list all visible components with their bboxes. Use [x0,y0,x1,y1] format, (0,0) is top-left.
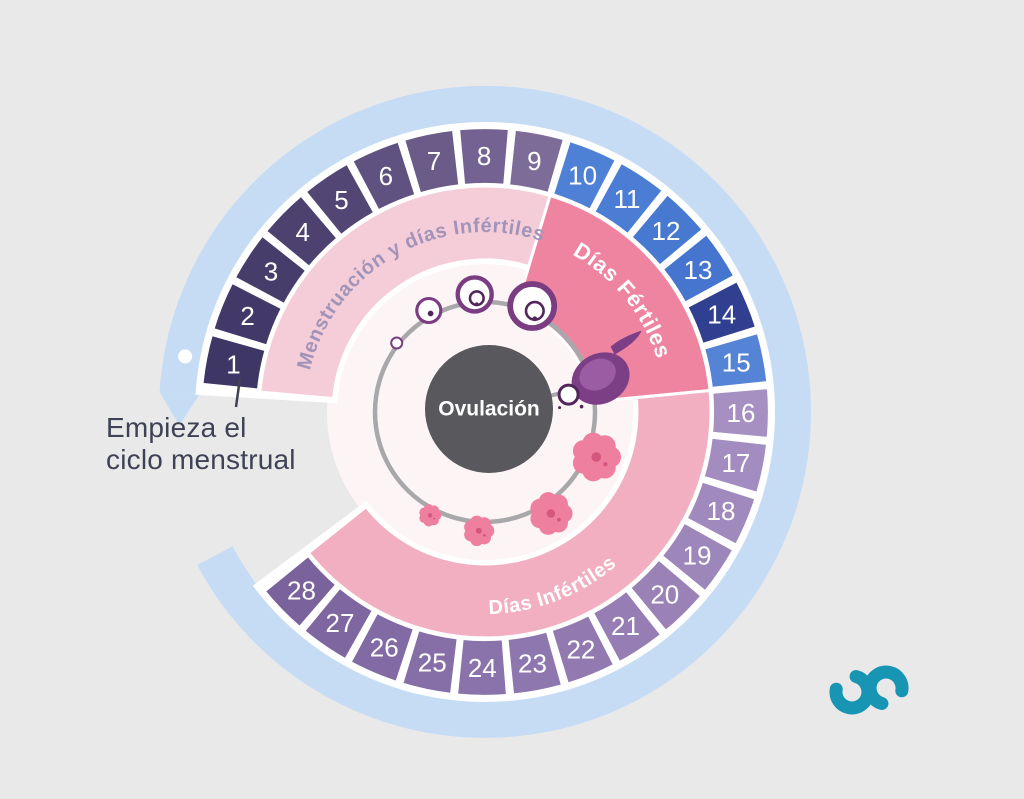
day-number-18: 18 [707,496,736,526]
brand-logo-icon [829,665,909,715]
corpus-luteum-icon [530,492,573,535]
corpus-luteum-icon [572,432,621,482]
day-number-13: 13 [684,255,713,285]
follicle-stage-icon [415,296,443,325]
day-cell-17 [702,436,769,495]
day-number-21: 21 [611,611,640,641]
day-cell-24 [455,637,509,698]
corpus-luteum-icon [419,504,442,527]
day-number-24: 24 [468,653,497,683]
ovulation-icon [557,330,642,410]
day-cell-2 [211,281,284,347]
day-number-23: 23 [518,649,547,679]
phase-band-1 [513,193,712,404]
day-number-3: 3 [264,257,278,287]
day-cell-20 [628,558,703,633]
day-number-2: 2 [240,301,254,331]
day-cell-1 [201,333,267,391]
day-number-4: 4 [295,217,309,247]
follicle-stage-icon [455,275,494,314]
corpus-luteum-icon [464,515,495,547]
day-cell-23 [506,630,564,696]
day-number-16: 16 [727,398,756,428]
day-number-27: 27 [326,608,355,638]
day-cell-11 [592,161,665,236]
day-number-7: 7 [427,146,441,176]
phase-band-2 [306,388,713,640]
day-number-11: 11 [614,184,641,214]
annotation-line2: ciclo menstrual [106,444,296,476]
day-cell-26 [349,611,416,684]
ovulation-center-circle [425,345,553,473]
day-cell-22 [550,613,616,686]
phase-band-0 [258,184,552,401]
day-cell-10 [551,139,618,212]
day-number-14: 14 [707,299,736,329]
day-number-12: 12 [652,216,681,246]
day-cell-4 [264,194,339,269]
day-number-8: 8 [477,141,491,171]
day-cell-16 [710,386,771,440]
day-number-19: 19 [683,541,712,571]
day-cell-9 [507,128,566,195]
day-cell-21 [591,589,663,664]
day-number-26: 26 [370,632,399,662]
day-number-28: 28 [287,576,316,606]
day-cell-19 [660,521,735,593]
released-egg-icon [557,383,584,410]
day-cell-12 [629,192,705,268]
follicle-stage-icon [507,281,558,331]
day-cell-8 [457,126,511,187]
day-number-6: 6 [379,161,393,191]
day-cell-3 [233,234,308,306]
day-number-5: 5 [334,185,348,215]
day-number-10: 10 [568,160,597,190]
day-cell-15 [702,331,769,390]
day-number-9: 9 [527,146,541,176]
annotation-leader-line [234,377,242,408]
annotation-line1: Empieza el [106,412,247,443]
day-cell-5 [304,162,376,237]
day-number-17: 17 [721,448,750,478]
outer-band-arrow-tip-icon [159,392,200,426]
day-number-20: 20 [650,579,679,609]
day-cell-27 [302,586,375,661]
day-cell-6 [350,140,417,212]
day-cell-14 [685,279,758,346]
ovulation-center-label: Ovulación [438,398,540,421]
day-cell-7 [402,128,461,195]
cycle-start-marker-dot [178,349,193,364]
day-number-22: 22 [566,634,595,664]
follicle-stage-icon [390,336,404,350]
day-cell-28 [263,554,338,629]
day-number-25: 25 [418,648,447,678]
day-number-1: 1 [226,350,240,380]
day-cell-13 [661,232,736,305]
day-number-15: 15 [722,348,751,378]
cycle-start-annotation: Empieza el ciclo menstrual [106,412,296,476]
day-cell-18 [685,480,757,547]
day-cell-25 [400,628,460,696]
